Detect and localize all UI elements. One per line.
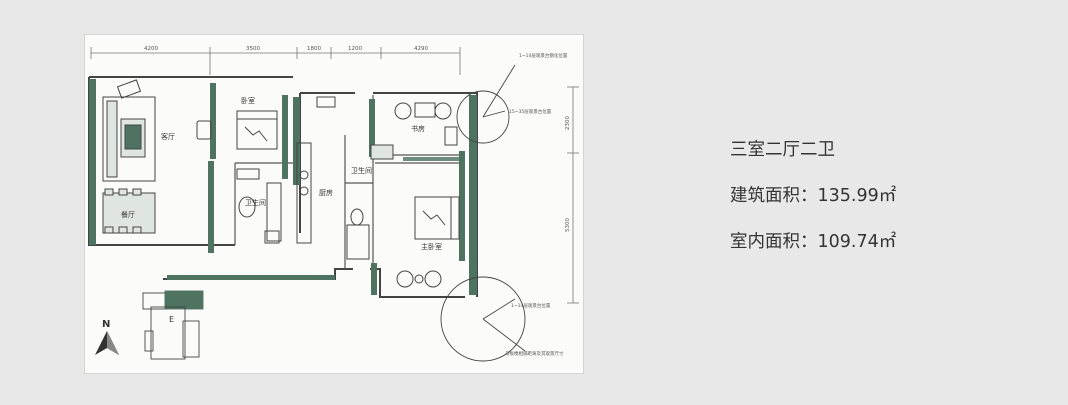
bay-window-markers [440, 64, 526, 362]
bathroom-fixtures [236, 144, 394, 260]
bed [236, 110, 278, 150]
layout-info-panel: 三室二厅二卫 建筑面积：135.99㎡ 室内面积：109.74㎡ [730, 136, 896, 274]
dimension-label: 1800 [307, 46, 321, 52]
room-label-kitchen: 厨房 [319, 188, 333, 197]
dimension-label: 1200 [348, 46, 362, 52]
floor-plan-image: 4200 3500 1800 1200 4290 2300 5300 [84, 34, 584, 374]
dimension-label: 5300 [565, 218, 571, 232]
accent-walls [89, 79, 477, 295]
room-label-bath-right: 卫生间 [351, 166, 372, 175]
interior-area: 室内面积：109.74㎡ [730, 232, 897, 252]
compass-label: N [102, 319, 110, 330]
note-mid: 15~35层观景台位置 [509, 108, 552, 115]
room-label-study: 书房 [411, 124, 425, 133]
floor-plan-drawing: 4200 3500 1800 1200 4290 2300 5300 [88, 46, 579, 362]
note-bottom: 1~14层观景台位置 [511, 302, 551, 309]
study-furniture [394, 102, 458, 146]
dimension-label: 3500 [246, 46, 260, 52]
dimension-line-right [567, 86, 579, 304]
compass-icon: N [95, 319, 119, 355]
note-top: 1~14层观景台钢化位置 [519, 52, 568, 59]
room-label-living: 客厅 [161, 132, 175, 141]
master-bed [414, 196, 460, 240]
sofa-set [102, 79, 212, 182]
dimension-line-top [90, 47, 461, 75]
interior-walls [234, 95, 465, 269]
room-label-bath-left: 卫生间 [245, 198, 266, 207]
building-area: 建筑面积：135.99㎡ [730, 186, 897, 206]
room-label-master: 主卧室 [421, 242, 442, 251]
key-plan [142, 290, 204, 360]
layout-title: 三室二厅二卫 [730, 140, 835, 160]
dining-set [102, 188, 156, 234]
master-room-chairs [396, 270, 442, 288]
dimension-label: 2300 [565, 116, 571, 130]
key-plan-label: E [169, 315, 174, 324]
dimension-label: 4200 [144, 46, 158, 52]
room-label-dining: 餐厅 [121, 210, 135, 219]
note-foot: 与板楼相隔距离及其观景尺寸 [505, 350, 564, 357]
room-label-bedroom: 卧室 [241, 96, 255, 105]
kitchen-counter [296, 96, 336, 244]
dimension-label: 4290 [414, 46, 428, 52]
